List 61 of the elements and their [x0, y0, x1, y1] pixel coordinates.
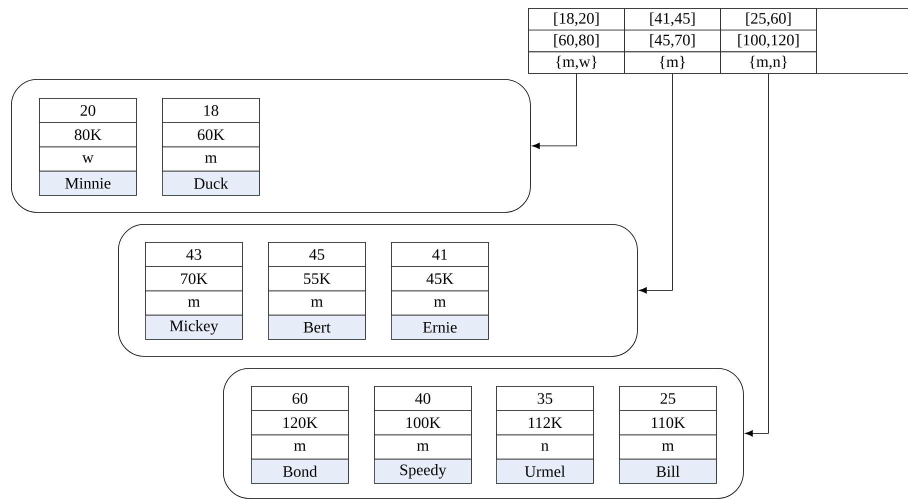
- record-cell: m: [251, 434, 349, 460]
- record-cell: 70K: [145, 266, 243, 292]
- record-cell: Speedy: [374, 458, 472, 484]
- table-cell: [100,120]: [720, 30, 817, 52]
- table-cell: {m,w}: [528, 51, 625, 74]
- record-cell: m: [145, 290, 243, 316]
- record-cell: 45: [268, 242, 366, 267]
- record-cell: n: [496, 434, 594, 460]
- table-cell: [45,70]: [624, 30, 721, 52]
- record-cell: w: [39, 146, 137, 172]
- record-cell: Duck: [162, 170, 260, 196]
- record-card: [162, 98, 260, 196]
- arrow: [639, 73, 673, 294]
- record-cell: 41: [391, 242, 489, 267]
- record-cell: 20: [39, 98, 137, 123]
- record-cell: 18: [162, 98, 260, 123]
- record-cell: m: [374, 434, 472, 460]
- record-cell: 120K: [251, 410, 349, 436]
- record-cell: 55K: [268, 266, 366, 292]
- table-cell: [41,45]: [624, 8, 721, 30]
- arrow: [532, 73, 577, 150]
- record-cell: 35: [496, 386, 594, 411]
- table-cell: [25,60]: [720, 8, 817, 30]
- record-card: [39, 98, 137, 196]
- bucket-box: [11, 79, 531, 213]
- record-cell: Bond: [251, 458, 349, 484]
- record-cell: 43: [145, 242, 243, 267]
- record-cell: Bill: [619, 458, 717, 484]
- record-card: [496, 386, 594, 484]
- record-cell: m: [391, 290, 489, 316]
- table-cell: [18,20]: [528, 8, 625, 30]
- bucket-box: [118, 224, 638, 357]
- record-cell: 80K: [39, 122, 137, 148]
- record-card: [374, 386, 472, 484]
- table-cell: {m}: [624, 51, 721, 74]
- record-cell: 25: [619, 386, 717, 411]
- record-cell: Urmel: [496, 458, 594, 484]
- table-cell: [60,80]: [528, 30, 625, 52]
- record-card: [268, 242, 366, 340]
- record-cell: Ernie: [391, 314, 489, 340]
- arrow: [745, 73, 769, 437]
- record-cell: 60: [251, 386, 349, 411]
- record-cell: Minnie: [39, 170, 137, 196]
- table-cell: {m,n}: [720, 51, 817, 74]
- record-cell: m: [162, 146, 260, 172]
- record-cell: 40: [374, 386, 472, 411]
- record-cell: Mickey: [145, 314, 243, 340]
- record-cell: 45K: [391, 266, 489, 292]
- record-card: [619, 386, 717, 484]
- record-cell: m: [619, 434, 717, 460]
- table-column: [816, 8, 908, 74]
- record-cell: 112K: [496, 410, 594, 436]
- record-cell: Bert: [268, 314, 366, 340]
- record-cell: m: [268, 290, 366, 316]
- bucket-box: [223, 368, 744, 499]
- record-card: [145, 242, 243, 340]
- record-cell: 60K: [162, 122, 260, 148]
- record-card: [391, 242, 489, 340]
- record-card: [251, 386, 349, 484]
- record-cell: 100K: [374, 410, 472, 436]
- record-cell: 110K: [619, 410, 717, 436]
